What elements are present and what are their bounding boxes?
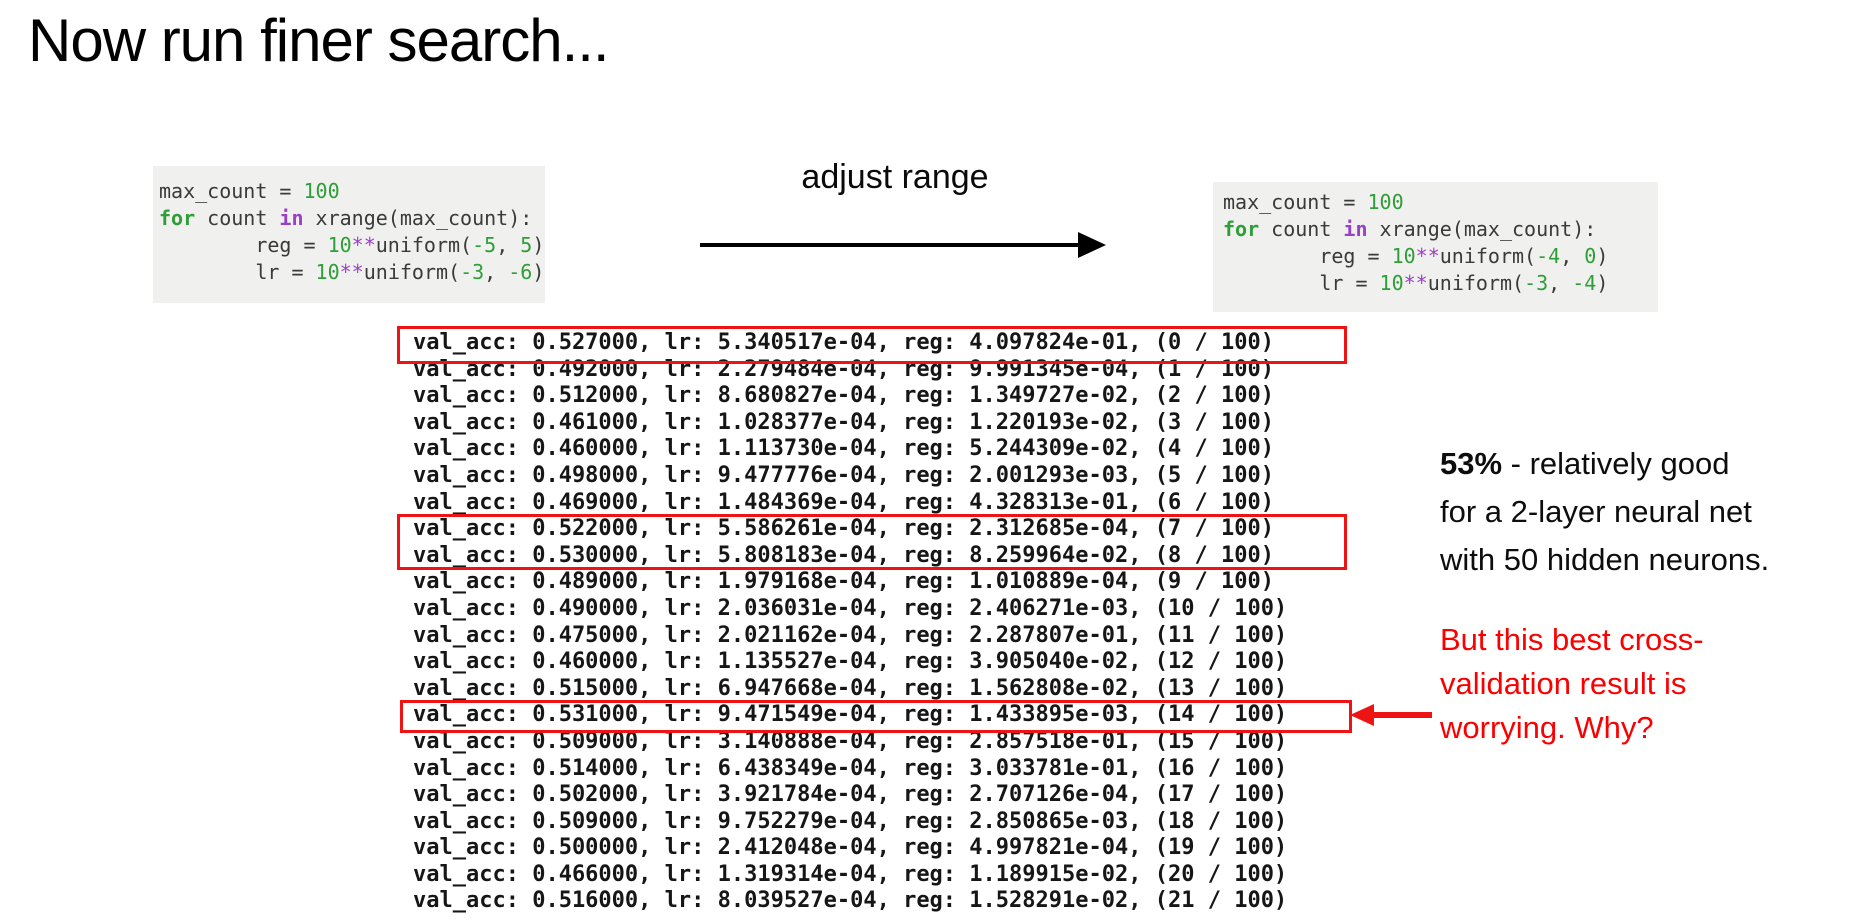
log-line: val_acc: 0.460000, lr: 1.135527e-04, reg… <box>413 649 1288 675</box>
code-line: for count in xrange(max_count): <box>1223 217 1597 241</box>
note-line: with 50 hidden neurons. <box>1440 542 1770 577</box>
warning-arrow-icon <box>1372 712 1432 718</box>
page-title: Now run finer search... <box>28 7 610 74</box>
note-line: validation result is <box>1440 666 1687 701</box>
note-line: 53% - relatively good <box>1440 446 1730 481</box>
log-line: val_acc: 0.515000, lr: 6.947668e-04, reg… <box>413 675 1288 701</box>
log-line: val_acc: 0.461000, lr: 1.028377e-04, reg… <box>413 409 1274 435</box>
code-line: reg = 10**uniform(-4, 0) <box>1223 244 1609 268</box>
log-line: val_acc: 0.502000, lr: 3.921784e-04, reg… <box>413 782 1288 808</box>
log-output: val_acc: 0.527000, lr: 5.340517e-04, reg… <box>413 330 1287 915</box>
highlight-box <box>397 514 1347 570</box>
log-line: val_acc: 0.512000, lr: 8.680827e-04, reg… <box>413 383 1274 409</box>
log-line: val_acc: 0.498000, lr: 9.477776e-04, reg… <box>413 462 1274 488</box>
note-warning: But this best cross-validation result is… <box>1440 618 1704 750</box>
log-line: val_acc: 0.527000, lr: 5.340517e-04, reg… <box>413 330 1274 355</box>
log-line: val_acc: 0.475000, lr: 2.021162e-04, reg… <box>413 622 1288 648</box>
code-line: reg = 10**uniform(-5, 5) <box>159 233 545 257</box>
log-line: val_acc: 0.500000, lr: 2.412048e-04, reg… <box>413 835 1288 861</box>
code-line: max_count = 100 <box>1223 190 1404 214</box>
log-line: val_acc: 0.531000, lr: 9.471549e-04, reg… <box>413 702 1288 728</box>
log-line: val_acc: 0.509000, lr: 9.752279e-04, reg… <box>413 808 1288 834</box>
highlight-box <box>400 700 1352 733</box>
log-line: val_acc: 0.530000, lr: 5.808183e-04, reg… <box>413 542 1274 568</box>
log-line: val_acc: 0.460000, lr: 1.113730e-04, reg… <box>413 436 1274 462</box>
log-line: val_acc: 0.522000, lr: 5.586261e-04, reg… <box>413 516 1274 542</box>
note-accuracy: 53% - relatively good for a 2-layer neura… <box>1440 440 1769 584</box>
code-line: lr = 10**uniform(-3, -6) <box>159 260 545 284</box>
log-line: val_acc: 0.514000, lr: 6.438349e-04, reg… <box>413 755 1288 781</box>
right-arrow-head-icon <box>1078 232 1106 258</box>
code-block-before: max_count = 100 for count in xrange(max_c… <box>153 166 545 303</box>
code-line: max_count = 100 <box>159 179 340 203</box>
log-line: val_acc: 0.490000, lr: 2.036031e-04, reg… <box>413 595 1288 621</box>
right-arrow-icon <box>700 243 1078 247</box>
note-line: worrying. Why? <box>1440 710 1654 745</box>
log-line: val_acc: 0.492000, lr: 2.279484e-04, reg… <box>413 356 1274 382</box>
highlight-box <box>397 326 1347 364</box>
log-line: val_acc: 0.489000, lr: 1.979168e-04, reg… <box>413 569 1274 595</box>
log-line: val_acc: 0.469000, lr: 1.484369e-04, reg… <box>413 489 1274 515</box>
note-line: for a 2-layer neural net <box>1440 494 1752 529</box>
transition-label: adjust range <box>801 158 989 196</box>
code-line: lr = 10**uniform(-3, -4) <box>1223 271 1609 295</box>
log-line: val_acc: 0.509000, lr: 3.140888e-04, reg… <box>413 728 1288 754</box>
code-block-after: max_count = 100 for count in xrange(max_c… <box>1213 182 1658 312</box>
code-line: for count in xrange(max_count): <box>159 206 533 230</box>
log-line: val_acc: 0.516000, lr: 8.039527e-04, reg… <box>413 888 1288 914</box>
warning-arrow-head-icon <box>1350 704 1374 726</box>
log-line: val_acc: 0.466000, lr: 1.319314e-04, reg… <box>413 861 1288 887</box>
note-line: But this best cross- <box>1440 622 1704 657</box>
